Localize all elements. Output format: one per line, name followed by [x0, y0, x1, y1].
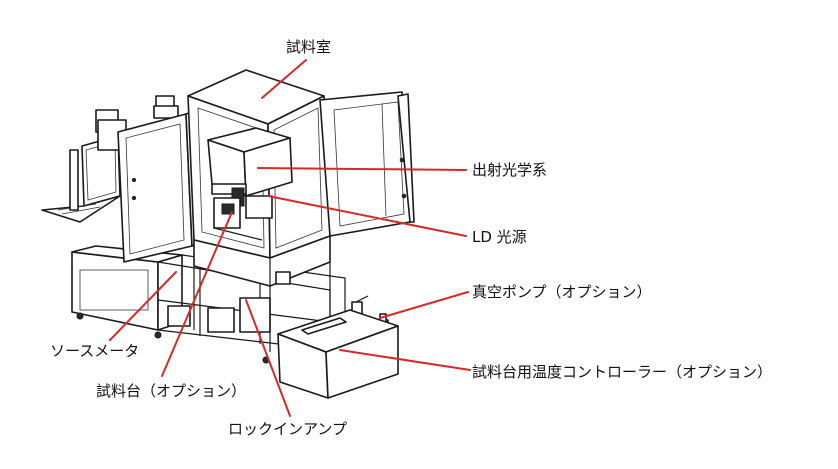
leader-source-meter	[109, 271, 177, 341]
leader-ld-source	[267, 195, 467, 237]
label-temp-controller: 試料台用温度コントローラー（オプション）	[472, 363, 773, 381]
leader-lines	[109, 59, 471, 417]
sample-chamber	[187, 69, 331, 352]
laptop	[41, 135, 121, 223]
label-ld-source: LD 光源	[472, 228, 527, 246]
left-door	[117, 111, 199, 263]
leader-temp-controller	[339, 349, 471, 371]
leader-lockin-amp	[245, 299, 291, 417]
label-sample-stage: 試料台（オプション）	[96, 382, 247, 400]
leader-vacuum-pump	[379, 291, 469, 319]
label-source-meter: ソースメータ	[50, 342, 140, 360]
temp-controller-box	[277, 309, 399, 399]
right-door	[319, 91, 415, 237]
label-vacuum-pump: 真空ポンプ（オプション）	[472, 283, 652, 301]
leader-sample-stage	[161, 211, 233, 377]
label-sample-chamber: 試料室	[286, 38, 332, 56]
leader-emission-optics	[257, 167, 467, 171]
label-emission-optics: 出射光学系	[472, 161, 548, 179]
leader-sample-chamber	[261, 59, 307, 99]
label-lockin-amp: ロックインアンプ	[228, 420, 347, 438]
